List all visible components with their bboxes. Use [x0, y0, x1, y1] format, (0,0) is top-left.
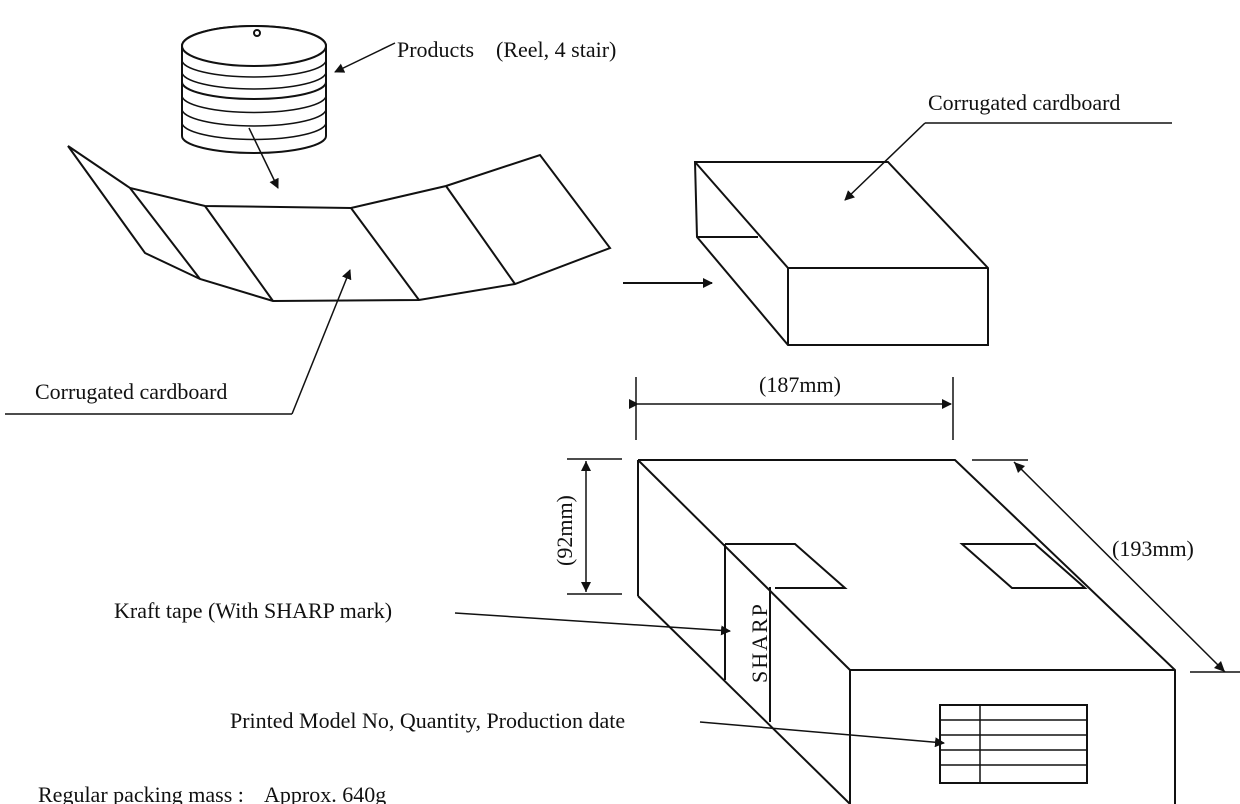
corrugated-top-leader — [844, 122, 926, 201]
dimension-depth — [972, 459, 1240, 673]
height-label: (92mm) — [552, 495, 577, 566]
kraft-tape-label: Kraft tape (With SHARP mark) — [114, 598, 392, 623]
corrugated-left-leader — [291, 269, 352, 415]
packed-box — [637, 459, 1176, 804]
depth-label: (193mm) — [1112, 536, 1194, 561]
corrugated-top-label: Corrugated cardboard — [928, 90, 1120, 115]
mass-value: Approx. 640g — [264, 782, 386, 804]
reel-to-cardboard-arrow — [248, 127, 279, 189]
width-label: (187mm) — [759, 372, 841, 397]
dimension-height — [567, 458, 622, 595]
folded-box — [693, 161, 989, 346]
sharp-mark: SHARP — [747, 602, 772, 683]
mass-label: Regular packing mass : — [38, 782, 244, 804]
kraft-tape-leader — [454, 612, 731, 636]
unfolded-cardboard — [67, 145, 612, 303]
printed-info-label: Printed Model No, Quantity, Production d… — [230, 708, 625, 733]
reel-stack — [181, 25, 327, 154]
products-label: Products (Reel, 4 stair) — [397, 37, 616, 62]
products-leader — [334, 42, 396, 73]
dimension-width — [629, 377, 954, 440]
corrugated-left-label: Corrugated cardboard — [35, 379, 227, 404]
printed-info-leader — [699, 721, 945, 748]
